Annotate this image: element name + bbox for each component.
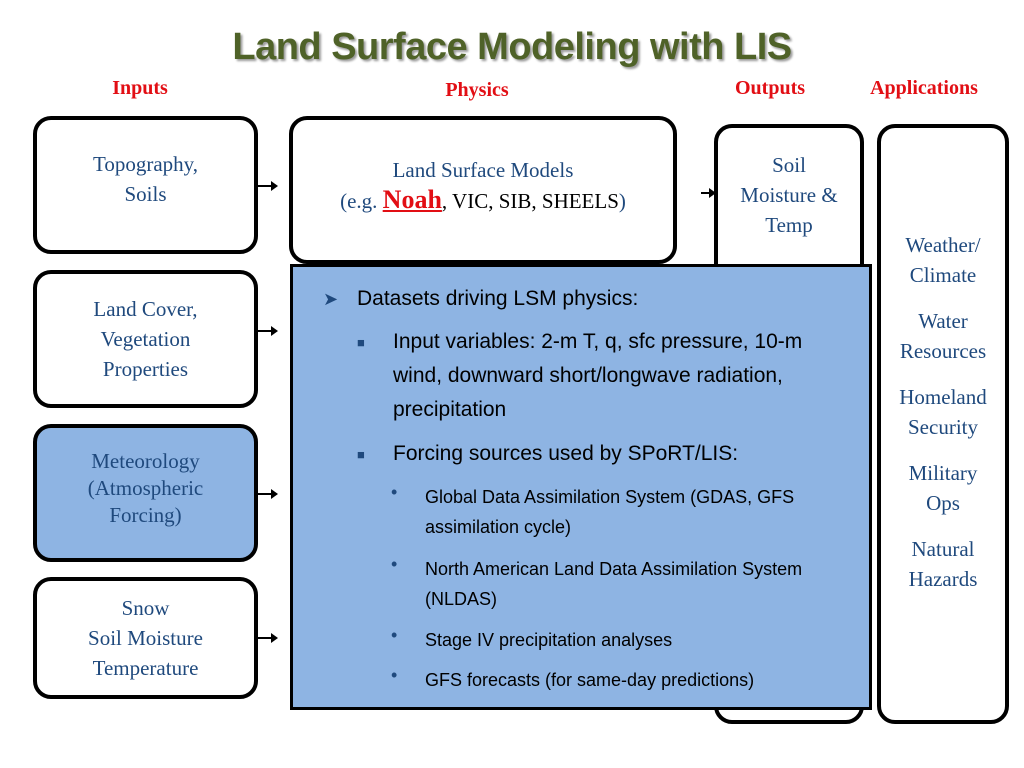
lsm-examples: (e.g. Noah, VIC, SIB, SHEELS): [340, 185, 626, 216]
datasets-panel: ➤ Datasets driving LSM physics: ■ Input …: [290, 264, 872, 710]
arrow-bullet-icon: ➤: [323, 289, 339, 309]
source-item: Stage IV precipitation analyses: [425, 630, 673, 650]
application-item: Natural Hazards: [908, 537, 978, 591]
forcing-sources-text: Forcing sources used by SPoRT/LIS:: [393, 442, 739, 465]
noah-label: Noah: [382, 184, 442, 214]
input-label: Topography, Soils: [92, 152, 199, 206]
application-item: Military Ops: [908, 461, 978, 515]
square-bullet-icon: ■: [357, 335, 365, 350]
input-box-meteorology: Meteorology (Atmospheric Forcing): [33, 424, 258, 562]
arrow-connector: [701, 188, 716, 198]
header-applications: Applications: [870, 77, 978, 99]
input-label: Meteorology (Atmospheric Forcing): [87, 448, 204, 527]
arrow-connector: [258, 633, 278, 643]
header-physics: Physics: [445, 79, 509, 101]
application-item: Water Resources: [899, 309, 987, 363]
source-item: Global Data Assimilation System (GDAS, G…: [425, 487, 795, 537]
slide-title: Land Surface Modeling with LIS: [232, 26, 792, 68]
header-inputs: Inputs: [112, 77, 168, 99]
source-item: GFS forecasts (for same-day predictions): [425, 670, 755, 690]
dot-bullet-icon: •: [391, 625, 398, 645]
arrow-connector: [258, 326, 278, 336]
dot-bullet-icon: •: [391, 482, 398, 502]
application-item: Weather/ Climate: [905, 233, 981, 287]
arrow-connector: [258, 181, 278, 191]
physics-box: Land Surface Models (e.g. Noah, VIC, SIB…: [289, 116, 677, 264]
dot-bullet-icon: •: [391, 554, 398, 574]
input-label: Land Cover, Vegetation Properties: [93, 297, 198, 381]
applications-box: Weather/ Climate Water Resources Homelan…: [877, 124, 1009, 724]
dot-bullet-icon: •: [391, 665, 398, 685]
input-variables-text: Input variables: 2-m T, q, sfc pressure,…: [393, 330, 803, 421]
panel-heading: Datasets driving LSM physics:: [357, 287, 639, 310]
input-box-land-cover: Land Cover, Vegetation Properties: [33, 270, 258, 408]
input-box-topography: Topography, Soils: [33, 116, 258, 254]
arrow-connector: [258, 489, 278, 499]
application-item: Homeland Security: [899, 385, 987, 439]
model-list: , VIC, SIB, SHEELS: [441, 188, 619, 213]
input-label: Snow Soil Moisture Temperature: [88, 596, 203, 680]
input-box-snow: Snow Soil Moisture Temperature: [33, 577, 258, 699]
source-item: North American Land Data Assimilation Sy…: [425, 559, 803, 609]
eg-open: (e.g.: [340, 188, 383, 213]
output-soil: Soil Moisture & Temp: [740, 153, 838, 237]
eg-close: ): [618, 188, 626, 213]
square-bullet-icon: ■: [357, 447, 365, 462]
header-outputs: Outputs: [734, 77, 806, 99]
lsm-title: Land Surface Models: [392, 157, 574, 182]
